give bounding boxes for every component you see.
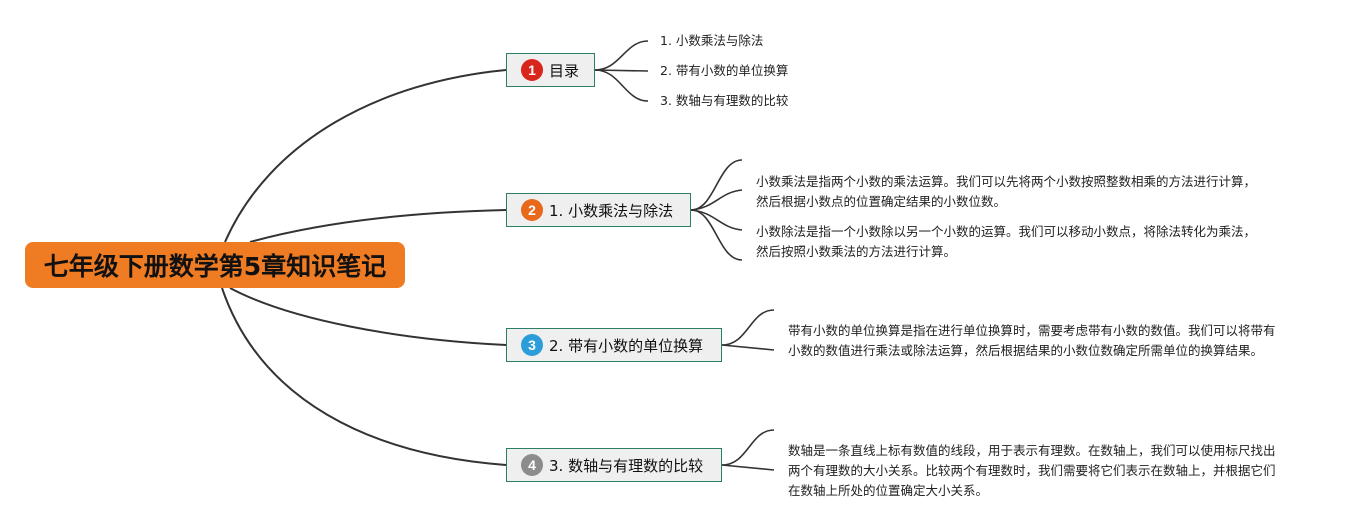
- branch-decimal-mult-div[interactable]: 2 1. 小数乘法与除法: [506, 193, 691, 227]
- link-root-branch3: [221, 287, 507, 466]
- link-root-toc: [224, 69, 507, 243]
- link-b2-child1: [721, 309, 775, 346]
- link-root-branch2: [229, 287, 507, 346]
- link-b1-child1: [690, 159, 743, 211]
- branch-label: 3. 数轴与有理数的比较: [549, 456, 704, 475]
- link-b3-child2: [721, 464, 775, 471]
- toc-item-1[interactable]: 1. 小数乘法与除法: [660, 33, 764, 48]
- number-badge-icon: 1: [521, 59, 543, 81]
- number-badge-icon: 3: [521, 334, 543, 356]
- note-decimal-division: 小数除法是指一个小数除以另一个小数的运算。我们可以移动小数点，将除法转化为乘法，…: [756, 224, 1257, 259]
- link-root-branch1: [249, 209, 507, 243]
- link-toc-child1: [594, 40, 649, 71]
- link-toc-child2: [594, 69, 649, 72]
- link-b1-child2: [690, 209, 743, 261]
- branch-label: 2. 带有小数的单位换算: [549, 336, 704, 355]
- root-topic[interactable]: 七年级下册数学第5章知识笔记: [25, 242, 405, 288]
- link-b1-mid1: [690, 189, 743, 211]
- note-number-line: 数轴是一条直线上标有数值的线段，用于表示有理数。在数轴上，我们可以使用标尺找出两…: [788, 443, 1276, 498]
- note-decimal-multiplication: 小数乘法是指两个小数的乘法运算。我们可以先将两个小数按照整数相乘的方法进行计算，…: [756, 174, 1257, 209]
- link-toc-child3: [594, 69, 649, 102]
- branch-label: 目录: [549, 61, 580, 80]
- link-b1-mid2: [690, 209, 743, 231]
- branch-number-line[interactable]: 4 3. 数轴与有理数的比较: [506, 448, 722, 482]
- root-title: 七年级下册数学第5章知识笔记: [43, 252, 387, 281]
- number-badge-icon: 2: [521, 199, 543, 221]
- note-unit-conversion: 带有小数的单位换算是指在进行单位换算时，需要考虑带有小数的数值。我们可以将带有小…: [788, 323, 1276, 358]
- toc-item-3[interactable]: 3. 数轴与有理数的比较: [660, 93, 789, 108]
- branch-label: 1. 小数乘法与除法: [549, 201, 674, 220]
- toc-item-2[interactable]: 2. 带有小数的单位换算: [660, 63, 789, 78]
- branch-toc[interactable]: 1 目录: [506, 53, 595, 87]
- number-badge-icon: 4: [521, 454, 543, 476]
- link-b2-child2: [721, 344, 775, 351]
- link-b3-child1: [721, 429, 775, 466]
- branch-unit-conversion[interactable]: 3 2. 带有小数的单位换算: [506, 328, 722, 362]
